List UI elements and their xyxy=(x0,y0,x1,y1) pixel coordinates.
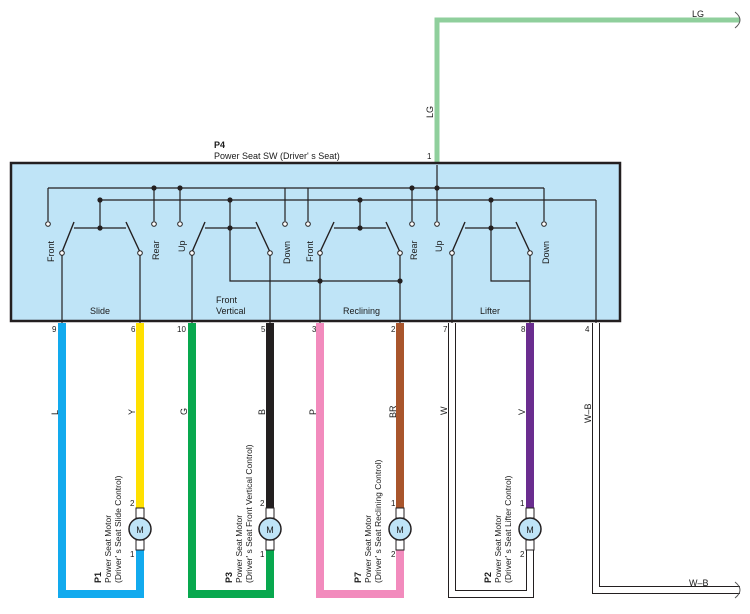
motor-p2-code: P2 xyxy=(483,572,493,583)
motor-p2-symbol: M xyxy=(526,525,534,535)
motor-p1-line2: (Driver' s Seat Slide Control) xyxy=(113,475,123,583)
motor-p1-pin-bottom: 1 xyxy=(130,550,135,559)
motor-p3-pin-top: 2 xyxy=(260,499,265,508)
motor-p2-pin-top: 1 xyxy=(520,499,525,508)
contact-lift-up: Up xyxy=(434,240,444,252)
wire-p-label: P xyxy=(308,409,318,415)
motor-p3-line1: Power Seat Motor xyxy=(234,515,244,583)
motor-p7-pin-top: 1 xyxy=(391,499,396,508)
power-seat-switch-box xyxy=(9,161,622,323)
wire-lg: LG LG xyxy=(425,9,741,162)
motor-p1-pin-top: 2 xyxy=(130,499,135,508)
contact-vert-up: Up xyxy=(177,240,187,252)
section-front: Front xyxy=(216,295,238,305)
motor-p2: M 1 2 P2 Power Seat Motor (Driver' s Sea… xyxy=(483,475,542,583)
contact-lift-down: Down xyxy=(541,241,551,264)
wire-loop-reclining xyxy=(316,323,404,598)
contact-slide-rear: Rear xyxy=(151,240,161,260)
section-reclining: Reclining xyxy=(343,306,380,316)
motor-p7-symbol: M xyxy=(396,525,404,535)
pin-8-label: 8 xyxy=(521,325,526,334)
pin-2-label: 2 xyxy=(391,325,396,334)
motor-p1-code: P1 xyxy=(93,572,103,583)
contact-slide-front: Front xyxy=(46,240,56,262)
pin-1-label: 1 xyxy=(427,152,432,161)
wire-wb-label: W–B xyxy=(583,403,593,423)
wire-lg-label-top: LG xyxy=(692,9,704,19)
switch-contacts xyxy=(45,221,547,256)
pin-9-label: 9 xyxy=(52,325,57,334)
motor-p2-pin-bottom: 2 xyxy=(520,550,525,559)
pin-4-label: 4 xyxy=(585,325,590,334)
contact-vert-down: Down xyxy=(282,241,292,264)
wire-loop-slide xyxy=(58,323,144,598)
wire-l-label: L xyxy=(50,410,60,415)
switch-blades xyxy=(61,221,531,253)
motor-p3-code: P3 xyxy=(224,572,234,583)
motor-p2-line1: Power Seat Motor xyxy=(493,515,503,583)
motor-p7-pin-bottom: 2 xyxy=(391,550,396,559)
section-slide: Slide xyxy=(90,306,110,316)
motor-p3: M 2 1 P3 Power Seat Motor (Driver' s Sea… xyxy=(224,444,282,583)
motor-p7-code: P7 xyxy=(353,572,363,583)
contact-recl-rear: Rear xyxy=(409,240,419,260)
contact-recl-front: Front xyxy=(305,240,315,262)
motor-p7-line2: (Driver' s Seat Reclining Control) xyxy=(373,459,383,583)
motor-p7: M 1 2 P7 Power Seat Motor (Driver' s Sea… xyxy=(353,459,412,583)
motor-p1: M 2 1 P1 Power Seat Motor (Driver' s Sea… xyxy=(93,475,152,583)
switch-internal-bus xyxy=(47,165,597,323)
wire-w-label: W xyxy=(439,406,449,415)
junction-dots xyxy=(97,185,494,284)
pin-6-label: 6 xyxy=(131,325,136,334)
motor-p1-symbol: M xyxy=(136,525,144,535)
motor-p2-line2: (Driver' s Seat Lifter Control) xyxy=(503,475,513,583)
switch-code: P4 xyxy=(214,140,225,150)
wire-lg-label-vertical: LG xyxy=(425,106,435,118)
pin-7-label: 7 xyxy=(443,325,448,334)
wire-wb-label-end: W–B xyxy=(689,578,709,588)
motor-p7-line1: Power Seat Motor xyxy=(363,515,373,583)
motor-p3-symbol: M xyxy=(266,525,274,535)
wire-loop-front-vertical xyxy=(188,323,274,598)
pin-3-label: 3 xyxy=(312,325,317,334)
motor-p3-pin-bottom: 1 xyxy=(260,550,265,559)
wire-loop-lifter xyxy=(448,323,534,598)
pin-5-label: 5 xyxy=(261,325,266,334)
section-vertical: Vertical xyxy=(216,306,246,316)
wire-br-label: BR xyxy=(388,405,398,418)
switch-name: Power Seat SW (Driver' s Seat) xyxy=(214,151,340,161)
wire-g-label: G xyxy=(179,408,189,415)
section-lifter: Lifter xyxy=(480,306,500,316)
wire-wb: W–B xyxy=(592,323,741,599)
wire-b-label: B xyxy=(257,409,267,415)
motor-p3-line2: (Driver' s Seat Front Vertical Control) xyxy=(244,444,254,583)
motor-p1-line1: Power Seat Motor xyxy=(103,515,113,583)
wire-v-label: V xyxy=(517,409,527,415)
pin-10-label: 10 xyxy=(177,325,186,334)
wire-y-label: Y xyxy=(127,409,137,415)
